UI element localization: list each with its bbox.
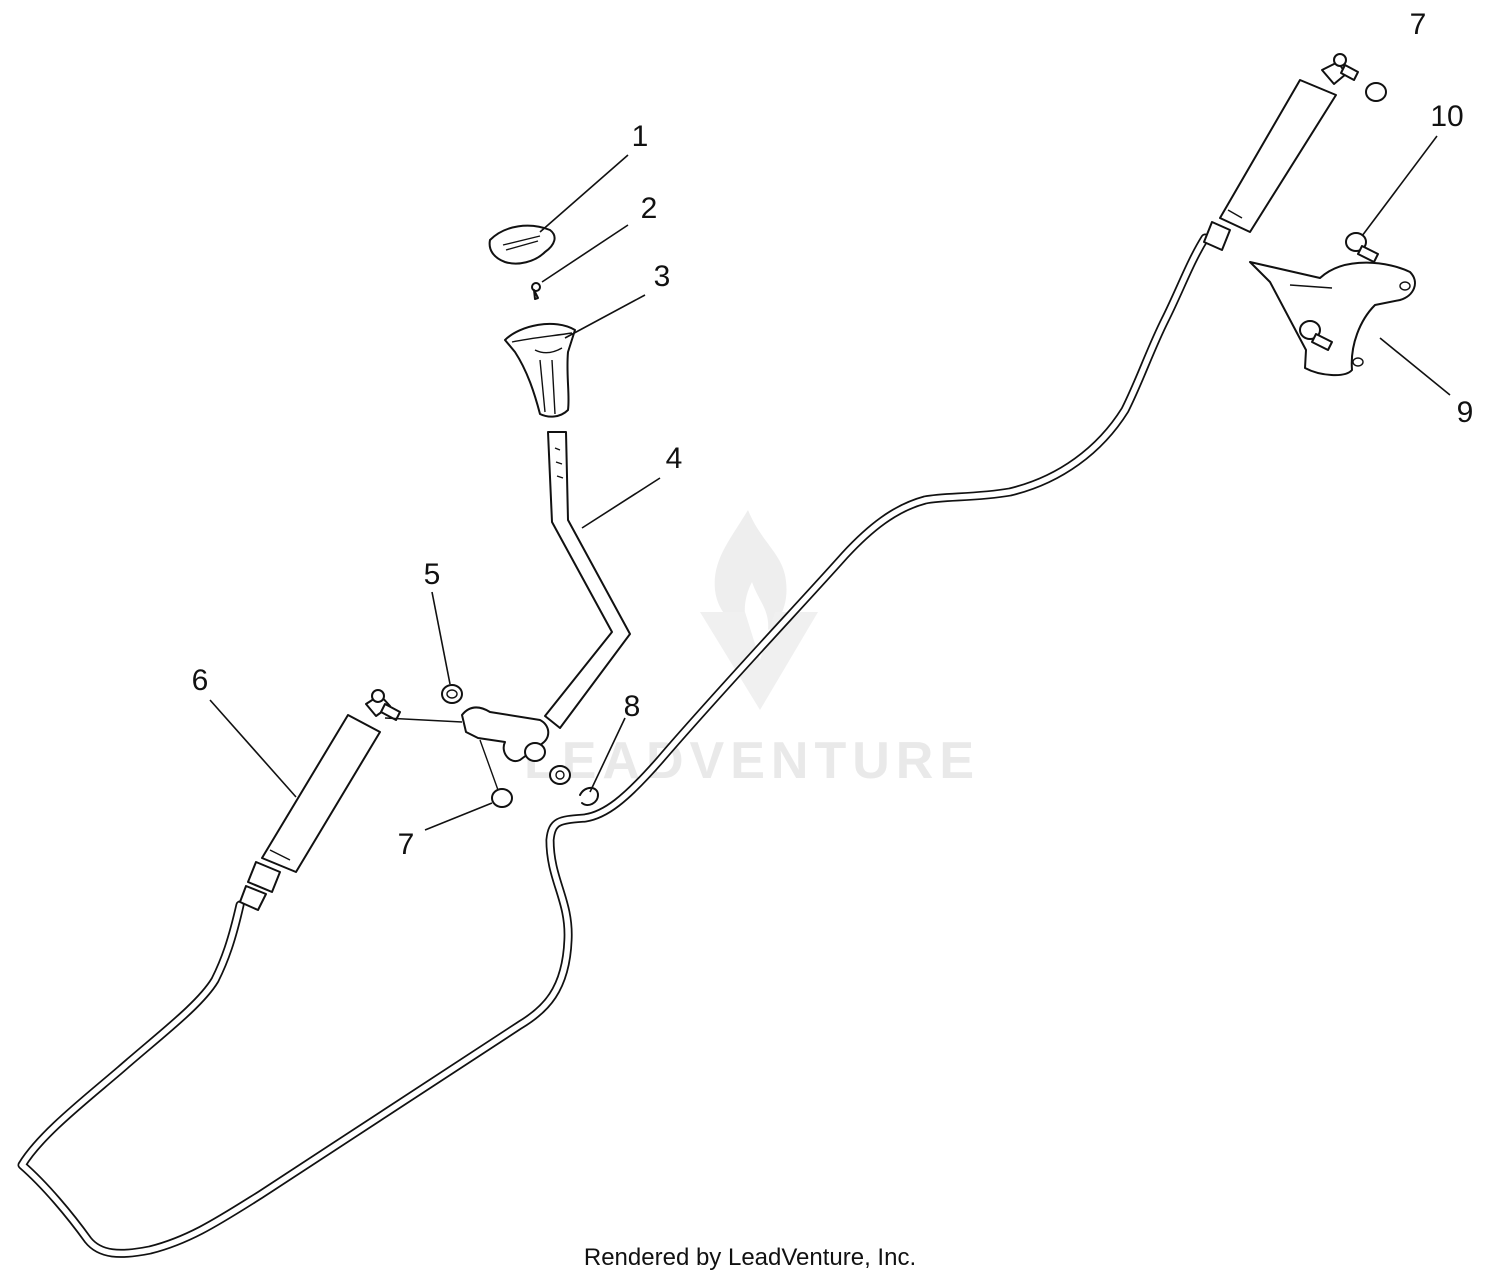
part-6-cable xyxy=(17,233,1210,1258)
part-7-nut-upper xyxy=(1365,82,1387,102)
washer xyxy=(549,765,571,785)
callout-4: 4 xyxy=(666,442,683,475)
callout-2: 2 xyxy=(641,192,658,225)
shift-arm xyxy=(384,706,550,763)
watermark: LEADVENTURE xyxy=(524,510,980,790)
cable-end-lower xyxy=(239,689,401,911)
render-credit: Rendered by LeadVenture, Inc. xyxy=(583,1244,917,1271)
leader-lines xyxy=(209,135,1451,831)
part-9-bracket xyxy=(1249,261,1416,376)
callout-7-upper: 7 xyxy=(1410,8,1427,41)
part-3-knob xyxy=(504,322,576,418)
part-5-bushing xyxy=(441,684,463,704)
callout-3: 3 xyxy=(654,260,671,293)
callout-5: 5 xyxy=(424,558,441,591)
part-7-nut-lower xyxy=(479,739,513,808)
callout-6: 6 xyxy=(192,664,209,697)
part-10-bolts xyxy=(1299,232,1379,351)
part-4-shift-lever xyxy=(544,431,631,729)
callout-7-lower: 7 xyxy=(398,828,415,861)
callout-8: 8 xyxy=(624,690,641,723)
watermark-flame-logo xyxy=(700,510,818,710)
callout-1: 1 xyxy=(632,120,649,153)
cable-end-upper xyxy=(1203,53,1359,251)
part-8-clip xyxy=(579,786,599,806)
callout-9: 9 xyxy=(1457,396,1474,429)
callout-10: 10 xyxy=(1430,100,1463,133)
part-2-screw xyxy=(531,282,541,300)
watermark-text: LEADVENTURE xyxy=(524,732,980,790)
callout-labels: 1 2 3 4 5 6 7 8 7 10 9 xyxy=(192,8,1474,861)
part-1-knob-cap xyxy=(488,224,556,265)
